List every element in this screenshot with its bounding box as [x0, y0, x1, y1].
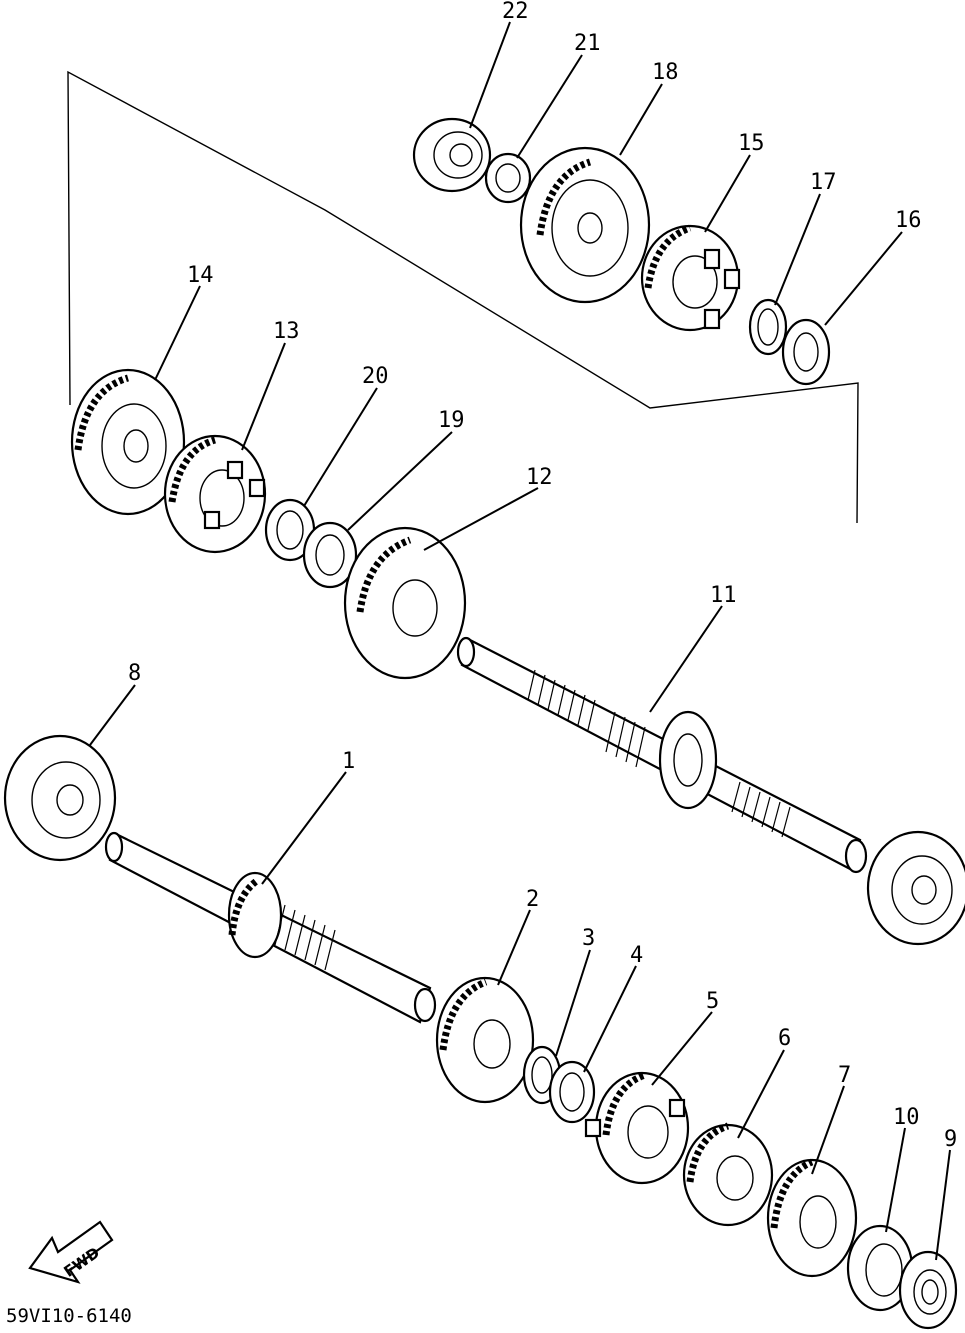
group-bracket — [67, 70, 859, 524]
callout-numbers: 22 21 18 15 17 16 14 13 20 19 12 11 8 1 … — [128, 0, 957, 1152]
callout-19: 19 — [438, 408, 465, 433]
part-22-bearing — [412, 117, 492, 193]
part-13-gear — [163, 434, 267, 554]
callout-1: 1 — [342, 749, 355, 774]
part-15-gear — [640, 224, 741, 332]
part-18-gear — [519, 146, 651, 304]
callout-11: 11 — [710, 583, 737, 608]
callout-7: 7 — [838, 1063, 851, 1088]
callout-9: 9 — [944, 1127, 957, 1152]
callout-16: 16 — [895, 208, 922, 233]
callout-5: 5 — [706, 989, 719, 1014]
part-10-bearing — [846, 1224, 914, 1312]
callout-3: 3 — [582, 926, 595, 951]
part-14-gear — [70, 368, 186, 516]
callout-2: 2 — [526, 887, 539, 912]
callout-22: 22 — [502, 0, 529, 24]
callout-13: 13 — [273, 319, 300, 344]
diagram-code: 59VI10-6140 — [6, 1305, 132, 1327]
callout-12: 12 — [526, 465, 553, 490]
part-4-washer — [548, 1060, 596, 1124]
part-2-gear — [435, 976, 535, 1104]
callout-20: 20 — [362, 364, 389, 389]
part-21-washer — [484, 152, 532, 204]
part-17-circlip — [748, 298, 788, 356]
fwd-arrow: FWD — [28, 1220, 114, 1284]
part-7-gear — [766, 1158, 858, 1278]
part-19-washer — [302, 521, 358, 589]
callout-6: 6 — [778, 1026, 791, 1051]
callout-17: 17 — [810, 170, 837, 195]
leader-lines — [89, 21, 951, 1261]
part-16-washer — [781, 318, 831, 386]
callout-4: 4 — [630, 943, 643, 968]
part-6-gear — [682, 1122, 774, 1227]
part-12-gear — [343, 526, 467, 680]
part-9-seal — [898, 1250, 958, 1330]
part-1-shaft — [104, 831, 437, 1024]
part-11-shaft — [456, 636, 868, 874]
callout-15: 15 — [738, 131, 765, 156]
part-5-gear — [584, 1071, 690, 1185]
part-bearing-right — [866, 830, 965, 946]
callout-8: 8 — [128, 661, 141, 686]
callout-10: 10 — [893, 1105, 920, 1130]
callout-18: 18 — [652, 60, 679, 85]
callout-21: 21 — [574, 31, 601, 56]
callout-14: 14 — [187, 263, 214, 288]
part-8-bearing — [3, 734, 117, 862]
